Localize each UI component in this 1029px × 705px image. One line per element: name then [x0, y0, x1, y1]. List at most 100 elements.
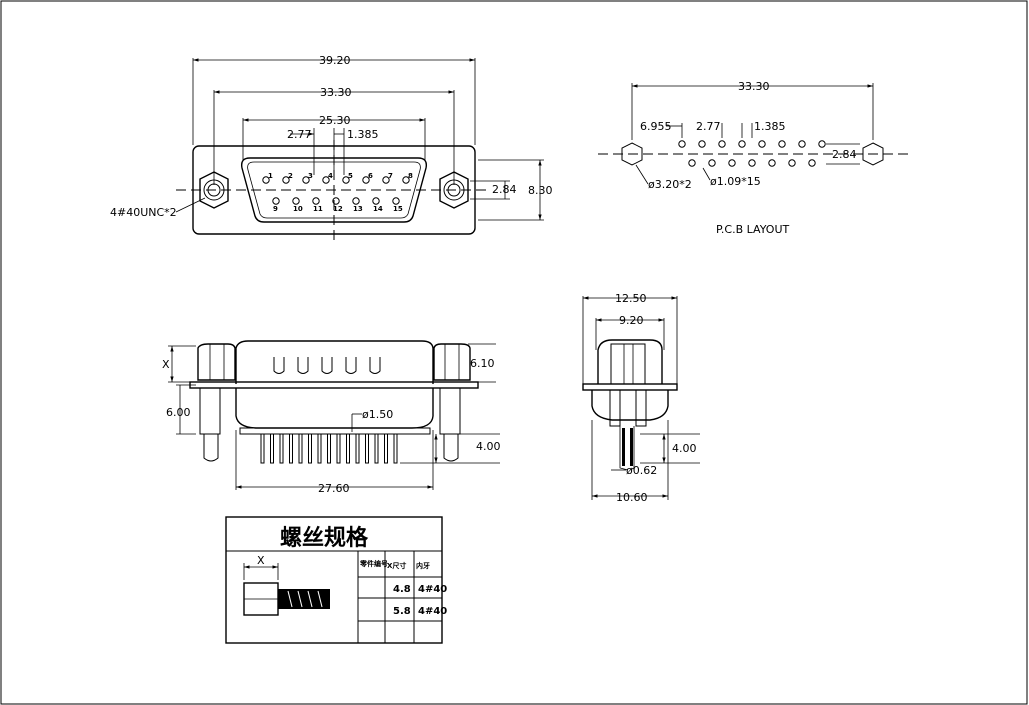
front-pin — [392, 197, 400, 205]
side-board-lock-left — [199, 387, 221, 462]
front-pin — [292, 197, 300, 205]
contact-slot — [297, 357, 309, 374]
side-dim-x: X — [162, 358, 170, 371]
pcb-pin-hole — [788, 159, 796, 167]
front-pin-number: 7 — [388, 172, 393, 180]
front-view: 39.20 33.30 25.30 2.77 1.385 8.30 2.84 — [110, 54, 553, 242]
front-pin-number: 11 — [313, 205, 323, 213]
pin-tail — [346, 433, 350, 464]
pin-tail — [308, 433, 312, 464]
pcb-pin-hole — [768, 159, 776, 167]
pin-tail — [260, 433, 265, 464]
front-pin — [302, 176, 310, 184]
pin-tail — [270, 433, 274, 464]
thread-label: 4#40UNC*2 — [110, 206, 177, 219]
side-board-lock-right — [439, 387, 461, 462]
front-pin — [352, 197, 360, 205]
screw-x-label: X — [257, 554, 265, 567]
right-hex-post — [439, 171, 469, 209]
side-contact-slots — [273, 357, 381, 374]
pcb-pin-holes — [678, 140, 826, 167]
side-dim-height: 6.10 — [470, 357, 495, 370]
side-dim-pin-dia: ø1.50 — [362, 408, 393, 421]
pcb-pin-hole — [778, 140, 786, 148]
pcb-pin-hole — [678, 140, 686, 148]
contact-slot — [321, 357, 333, 374]
pcb-dim-edge-offset: 6.955 — [640, 120, 672, 133]
header-x-size: X尺寸 — [387, 561, 406, 570]
front-pin — [312, 197, 320, 205]
pcb-mount-hole-left — [621, 142, 643, 166]
pcb-pin-hole — [808, 159, 816, 167]
side-view: X 6.00 6.10 — [162, 340, 501, 495]
end-view: 12.50 9.20 4.00 ø0.62 10.60 — [582, 292, 700, 504]
dim-overall-width: 39.20 — [319, 54, 351, 67]
front-pin-number: 10 — [293, 205, 303, 213]
pcb-mount-hole-label: ø3.20*2 — [648, 178, 692, 191]
front-pin — [342, 176, 350, 184]
pcb-pin-hole — [698, 140, 706, 148]
side-right-post — [433, 343, 471, 381]
front-pin — [282, 176, 290, 184]
pcb-pin-hole — [708, 159, 716, 167]
pcb-dim-pin-pitch: 2.77 — [696, 120, 721, 133]
pcb-layout-caption: P.C.B LAYOUT — [716, 223, 790, 236]
row2-x-size: 5.8 — [393, 606, 411, 617]
pcb-pin-hole — [738, 140, 746, 148]
row2-thread: 4#40 — [418, 606, 447, 617]
front-pin-number: 5 — [348, 172, 353, 180]
pin-tail — [298, 433, 303, 464]
side-dim-tail: 4.00 — [476, 440, 501, 453]
front-pin-number: 3 — [308, 172, 313, 180]
front-pin-number: 6 — [368, 172, 373, 180]
front-pin — [402, 176, 410, 184]
pin-tail — [279, 433, 284, 464]
pin-tail — [355, 433, 360, 464]
pin-tail — [393, 433, 398, 464]
screw-table-title: 螺丝规格 — [280, 525, 369, 551]
row1-x-size: 4.8 — [393, 584, 411, 595]
front-pin — [362, 176, 370, 184]
dim-pin-offset: 1.385 — [347, 128, 379, 141]
pin-tail — [336, 433, 341, 464]
side-dim-width: 27.60 — [318, 482, 350, 495]
pcb-pin-hole — [798, 140, 806, 148]
side-housing — [235, 340, 434, 384]
end-housing — [597, 339, 663, 384]
dim-pin-pitch: 2.77 — [287, 128, 312, 141]
front-pin-number: 12 — [333, 205, 343, 213]
dim-row-span: 25.30 — [319, 114, 351, 127]
row1-thread: 4#40 — [418, 584, 447, 595]
front-pin-number: 2 — [288, 172, 293, 180]
front-pin-number: 4 — [328, 172, 333, 180]
end-dim-tail: 4.00 — [672, 442, 697, 455]
front-pin-number: 15 — [393, 205, 403, 213]
front-pin — [372, 197, 380, 205]
pcb-pin-hole-label: ø1.09*15 — [710, 175, 761, 188]
contact-slot — [369, 357, 381, 374]
front-pin-number: 1 — [268, 172, 273, 180]
dim-row-spacing: 2.84 — [492, 183, 517, 196]
contact-slot — [345, 357, 357, 374]
front-pin — [322, 176, 330, 184]
end-flange — [582, 383, 678, 391]
end-dim-depth: 10.60 — [616, 491, 648, 504]
pcb-pin-hole — [748, 159, 756, 167]
pin-tail — [289, 433, 293, 464]
d-shell — [240, 157, 428, 223]
pin-tail — [384, 433, 388, 464]
front-pin-number: 8 — [408, 172, 413, 180]
pin-tail — [317, 433, 322, 464]
front-pin-number: 9 — [273, 205, 278, 213]
front-pin-number: 13 — [353, 205, 363, 213]
left-hex-post — [199, 171, 229, 209]
front-pin — [382, 176, 390, 184]
end-dim-pin-dia: ø0.62 — [626, 464, 657, 477]
dim-mount-pitch: 33.30 — [320, 86, 352, 99]
front-pin — [262, 176, 270, 184]
screw-illustration: X — [243, 554, 330, 616]
pcb-pin-hole — [688, 159, 696, 167]
